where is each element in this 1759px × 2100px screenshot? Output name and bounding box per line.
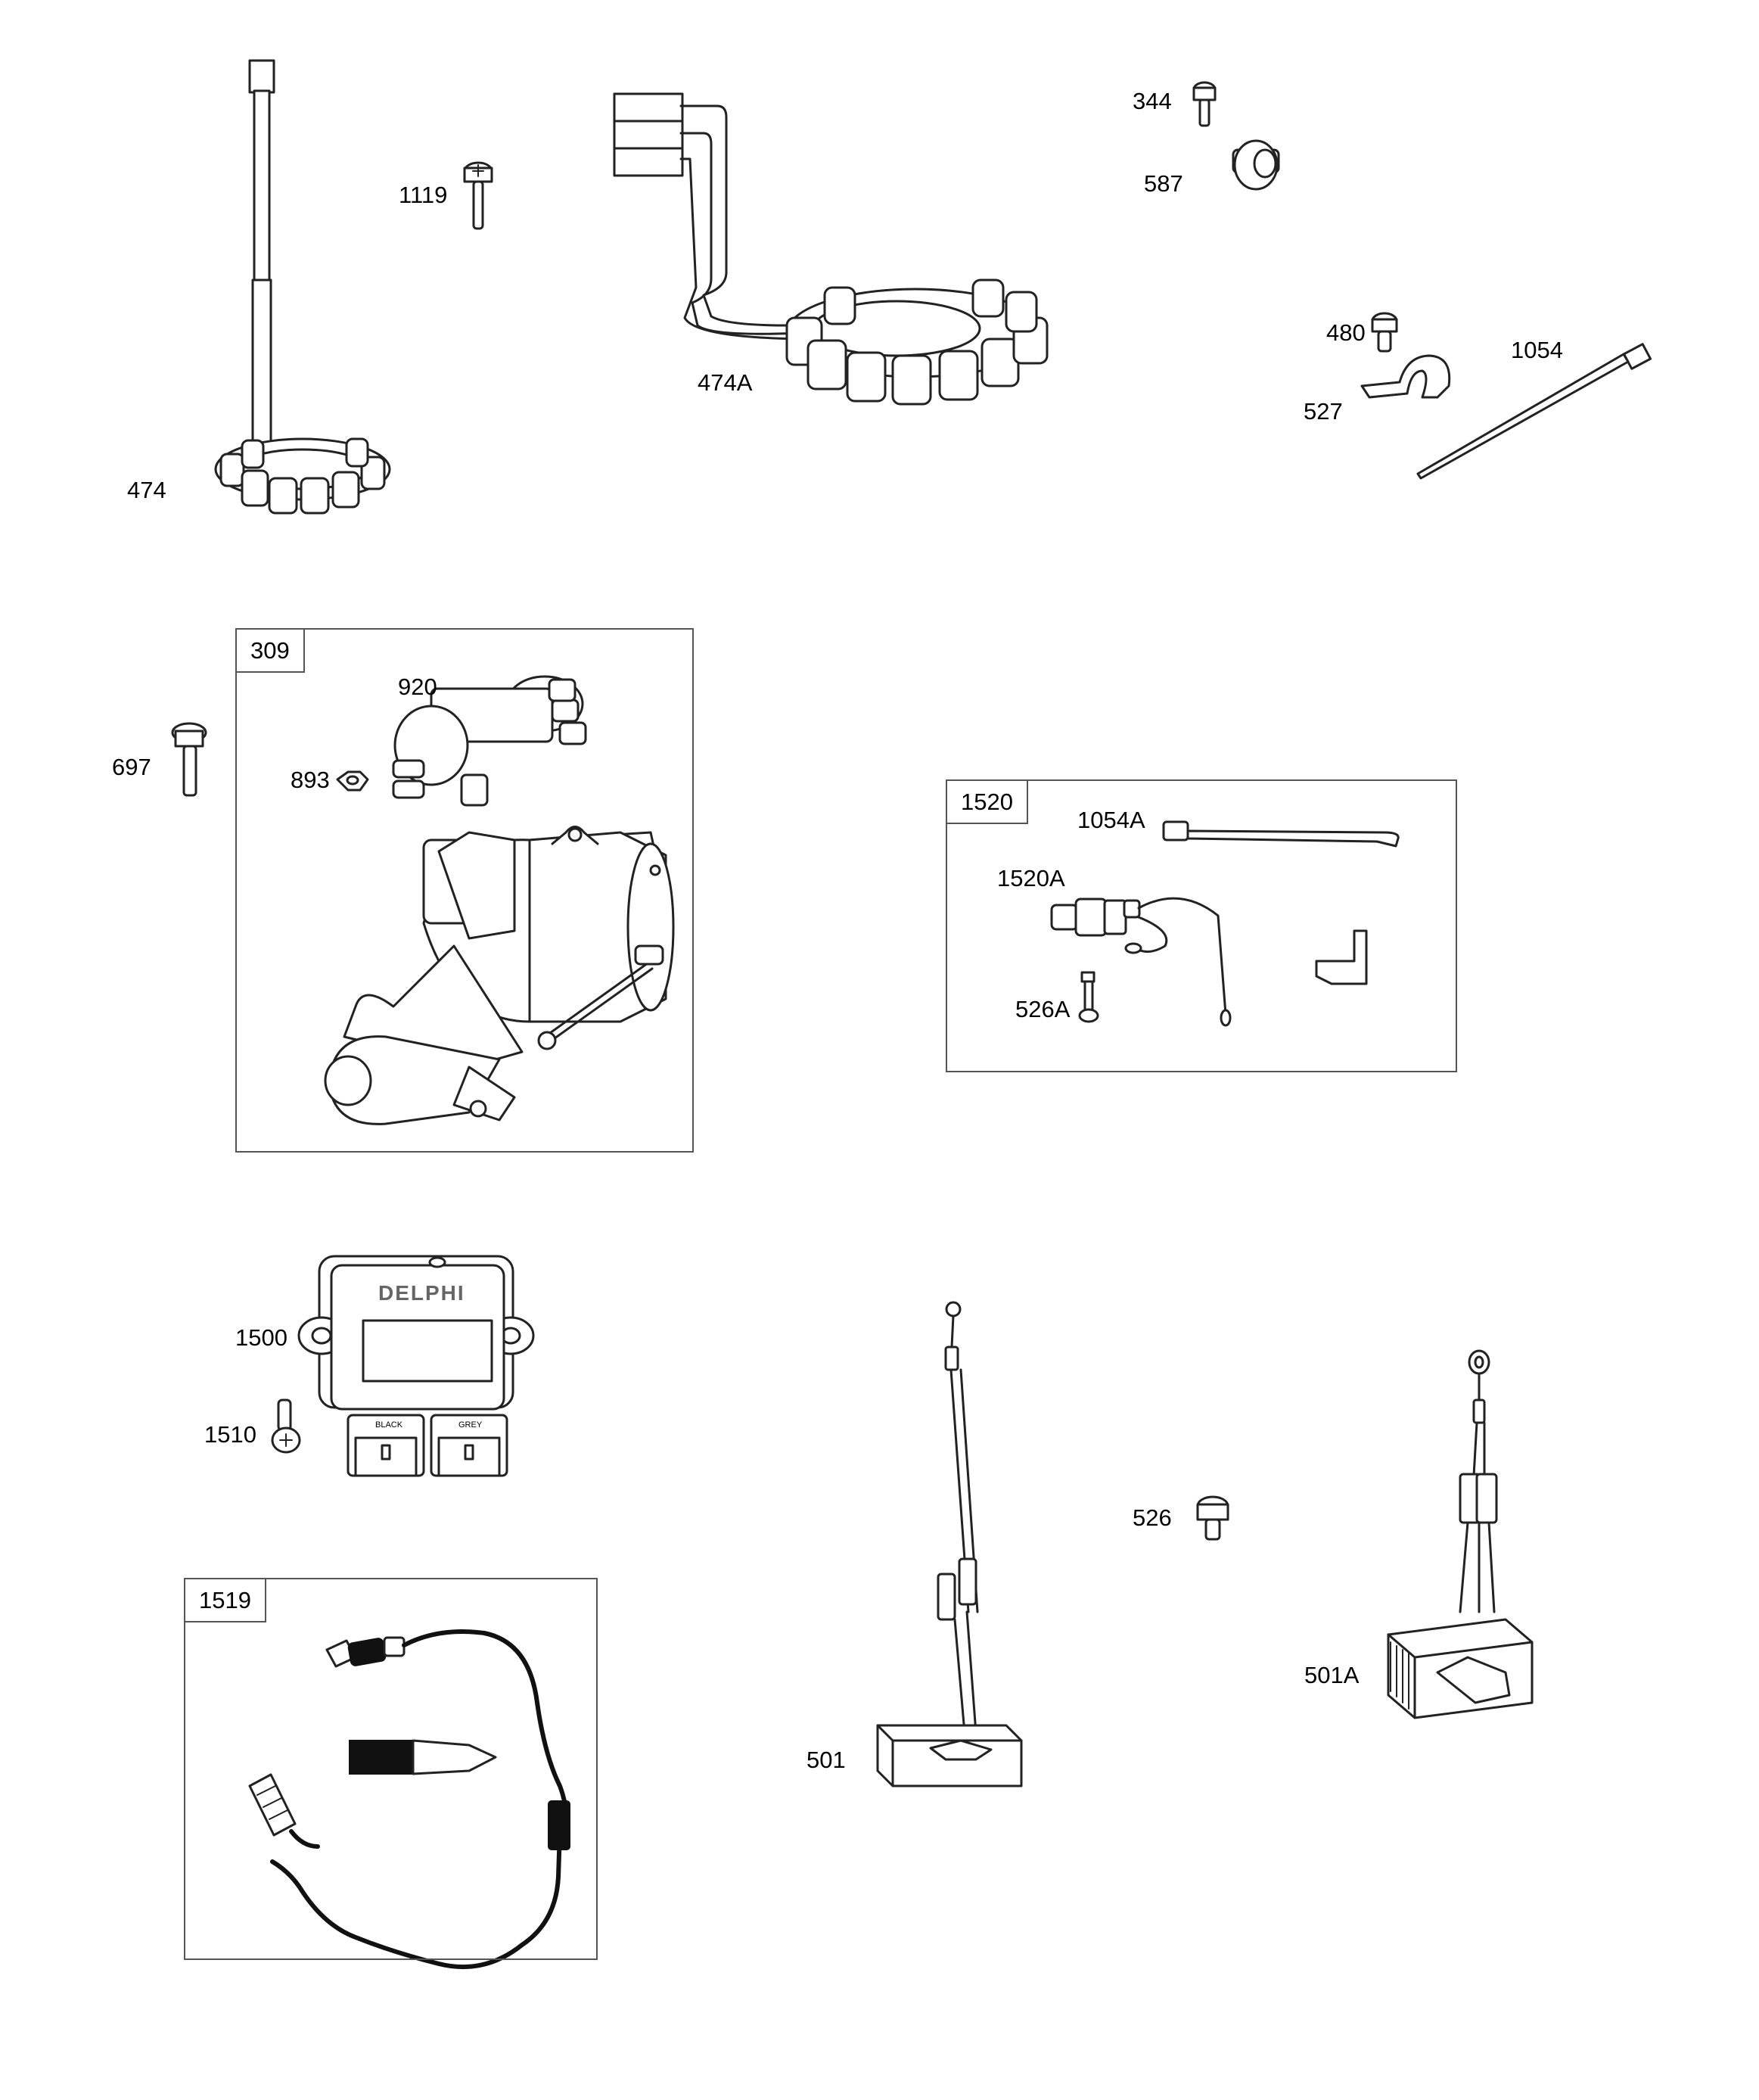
screw-480-drawing bbox=[1371, 312, 1398, 353]
part-label-1054A: 1054A bbox=[1077, 807, 1145, 833]
part-label-587: 587 bbox=[1144, 170, 1183, 197]
module-port-right-text: GREY bbox=[458, 1420, 483, 1430]
kit-box-1519: 1519 bbox=[184, 1578, 598, 1960]
regulator-501-drawing bbox=[876, 1301, 1023, 1787]
harness-1519-drawing bbox=[248, 1629, 570, 1970]
part-label-893: 893 bbox=[291, 767, 330, 793]
part-label-526: 526 bbox=[1133, 1504, 1172, 1531]
kit-tag-1519: 1519 bbox=[185, 1579, 266, 1622]
regulator-501A-drawing bbox=[1387, 1349, 1534, 1719]
solenoid-920-drawing bbox=[392, 675, 587, 807]
part-label-1054: 1054 bbox=[1511, 337, 1563, 363]
module-port-left-text: BLACK bbox=[375, 1420, 403, 1430]
clamp-587-drawing bbox=[1232, 139, 1280, 191]
stator-474A-drawing bbox=[613, 92, 1049, 406]
kit-tag-309: 309 bbox=[237, 630, 305, 673]
screw-1119-drawing bbox=[463, 161, 493, 230]
kit-tag-1520: 1520 bbox=[947, 781, 1028, 824]
part-label-344: 344 bbox=[1133, 88, 1172, 114]
stator-474-drawing bbox=[214, 59, 391, 515]
screw-344-drawing bbox=[1192, 81, 1217, 127]
part-label-1500: 1500 bbox=[235, 1324, 287, 1351]
bolt-697-drawing bbox=[171, 722, 207, 797]
kit-1520-drawing bbox=[1050, 820, 1400, 1027]
cable-tie-1054-drawing bbox=[1416, 343, 1652, 480]
part-label-527: 527 bbox=[1304, 398, 1343, 425]
screw-526-drawing bbox=[1196, 1495, 1229, 1541]
part-label-1119: 1119 bbox=[399, 182, 448, 208]
part-label-920: 920 bbox=[398, 674, 437, 700]
part-label-480: 480 bbox=[1326, 319, 1366, 346]
part-label-1520A: 1520A bbox=[997, 865, 1065, 891]
nut-893-drawing bbox=[336, 770, 369, 792]
kit-box-1520: 1520 bbox=[946, 779, 1457, 1072]
part-label-1510: 1510 bbox=[204, 1421, 256, 1448]
module-brand-text: DELPHI bbox=[378, 1281, 465, 1305]
module-1500-drawing bbox=[297, 1255, 535, 1477]
part-label-526A: 526A bbox=[1015, 996, 1071, 1022]
part-label-501A: 501A bbox=[1304, 1662, 1360, 1688]
part-label-474A: 474A bbox=[698, 369, 753, 396]
clamp-527-drawing bbox=[1360, 354, 1451, 399]
part-label-697: 697 bbox=[112, 754, 151, 780]
kit-box-309: 309 bbox=[235, 628, 694, 1153]
part-label-474: 474 bbox=[127, 477, 166, 503]
part-label-501: 501 bbox=[806, 1747, 846, 1773]
screw-1510-drawing bbox=[271, 1398, 301, 1454]
starter-motor-drawing bbox=[324, 826, 675, 1125]
